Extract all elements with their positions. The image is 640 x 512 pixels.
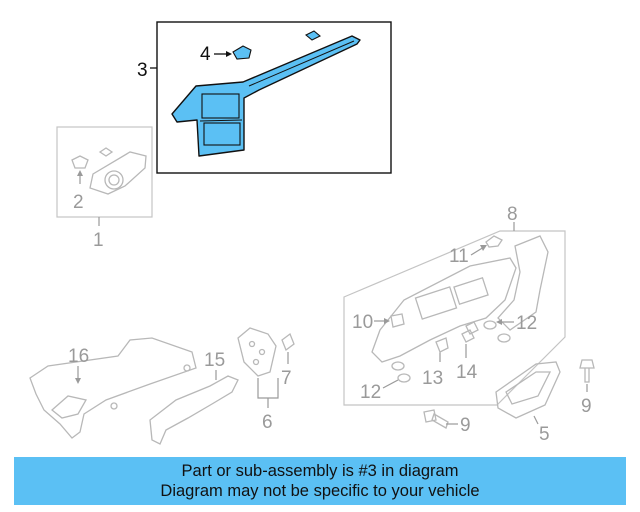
part-4-arrowhead [226, 51, 232, 57]
callout-15[interactable]: 15 [204, 350, 225, 371]
bracket-hole-c [252, 358, 260, 366]
part-9-lower-group[interactable]: 9 [423, 409, 471, 436]
part-3-box [156, 21, 392, 174]
part-15-group[interactable]: 15 [149, 350, 239, 445]
screw-9-right[interactable] [579, 359, 595, 383]
callout-9-right[interactable]: 9 [581, 396, 592, 417]
banner-line-1: Part or sub-assembly is #3 in diagram [181, 462, 459, 480]
callout-11[interactable]: 11 [449, 246, 469, 267]
callout-14[interactable]: 14 [456, 362, 478, 383]
insulator-cutout [50, 395, 88, 419]
callout-1[interactable]: 1 [93, 230, 104, 251]
part-5-group[interactable]: 5 [495, 361, 561, 445]
bracket-hole-a [248, 340, 256, 348]
clip-7[interactable] [281, 332, 295, 352]
grommet-12-upper-b[interactable] [497, 333, 511, 343]
grommet-12-upper[interactable] [483, 320, 497, 330]
glove-box-inner [505, 371, 552, 405]
part-12-lower-leader [382, 379, 399, 389]
clip-11[interactable] [485, 235, 503, 248]
steering-column-cover[interactable] [89, 151, 147, 195]
callout-16[interactable]: 16 [68, 346, 89, 367]
clip-14[interactable] [461, 329, 475, 343]
side-trim-panel[interactable] [497, 235, 549, 331]
cover-clip[interactable] [98, 147, 114, 157]
part-5-leader [533, 415, 539, 425]
callout-4[interactable]: 4 [200, 44, 211, 65]
ignition-opening-inner [108, 174, 120, 186]
bracket-hole-b [258, 348, 266, 356]
insulator-hole-b [110, 402, 118, 410]
trim-clip-small[interactable] [305, 30, 321, 41]
info-banner: Part or sub-assembly is #3 in diagram Di… [14, 457, 626, 505]
callout-13[interactable]: 13 [422, 368, 443, 389]
ignition-opening [104, 170, 124, 190]
lower-dash-panel[interactable] [371, 257, 517, 363]
callout-10[interactable]: 10 [352, 312, 373, 333]
part-3-group[interactable]: 3 4 [137, 21, 392, 174]
callout-12-upper[interactable]: 12 [516, 313, 537, 334]
banner-line-2: Diagram may not be specific to your vehi… [160, 482, 480, 500]
dash-trim-top-edge [248, 40, 355, 87]
dash-trim-lower-opening [203, 122, 241, 146]
callout-5[interactable]: 5 [539, 424, 550, 445]
parts-diagram: 3 4 1 2 8 11 [29, 21, 595, 445]
grommet-12-lower[interactable] [397, 373, 411, 383]
callout-2[interactable]: 2 [73, 192, 84, 213]
clip-10[interactable] [390, 313, 405, 328]
clip-14-b[interactable] [465, 321, 479, 335]
clip-13[interactable] [435, 337, 449, 353]
insulator-16[interactable] [29, 337, 197, 439]
part-10-arrowhead [384, 318, 390, 324]
part-2-arrowhead [77, 170, 83, 176]
part-1-group[interactable]: 1 2 [56, 126, 153, 251]
part-9-right-group[interactable]: 9 [579, 359, 595, 417]
grommet-12-lower-b[interactable] [391, 361, 405, 371]
part-16-arrowhead [75, 378, 81, 384]
glove-box-door[interactable] [495, 361, 561, 419]
part-12-upper-arrowhead [496, 319, 502, 325]
panel-opening-lower [453, 276, 489, 306]
trim-clip-4[interactable] [232, 45, 252, 60]
trim-strip-15[interactable] [149, 375, 239, 445]
callout-8[interactable]: 8 [507, 204, 518, 225]
callout-9-lower[interactable]: 9 [460, 415, 471, 436]
insulator-hole-a [183, 364, 191, 372]
part-8-group[interactable]: 8 11 10 12 12 13 14 [343, 204, 566, 406]
clip-2[interactable] [71, 155, 89, 169]
part-8-box [343, 230, 566, 406]
part-1-box [56, 126, 153, 218]
callout-3[interactable]: 3 [137, 60, 148, 81]
callout-7[interactable]: 7 [281, 368, 292, 389]
panel-opening-upper [414, 286, 458, 320]
dash-trim-upper-opening [201, 93, 240, 119]
bracket-6[interactable] [237, 327, 277, 377]
callout-12-lower[interactable]: 12 [360, 382, 381, 403]
part-11-arrowhead [480, 245, 487, 251]
part-16-group[interactable]: 16 [29, 337, 197, 439]
dash-trim-edge [199, 119, 243, 122]
part-6-bracket-leader [257, 378, 279, 399]
callout-6[interactable]: 6 [262, 412, 273, 433]
part-6-group[interactable]: 6 7 [237, 327, 295, 433]
screw-9-lower[interactable] [423, 409, 449, 429]
